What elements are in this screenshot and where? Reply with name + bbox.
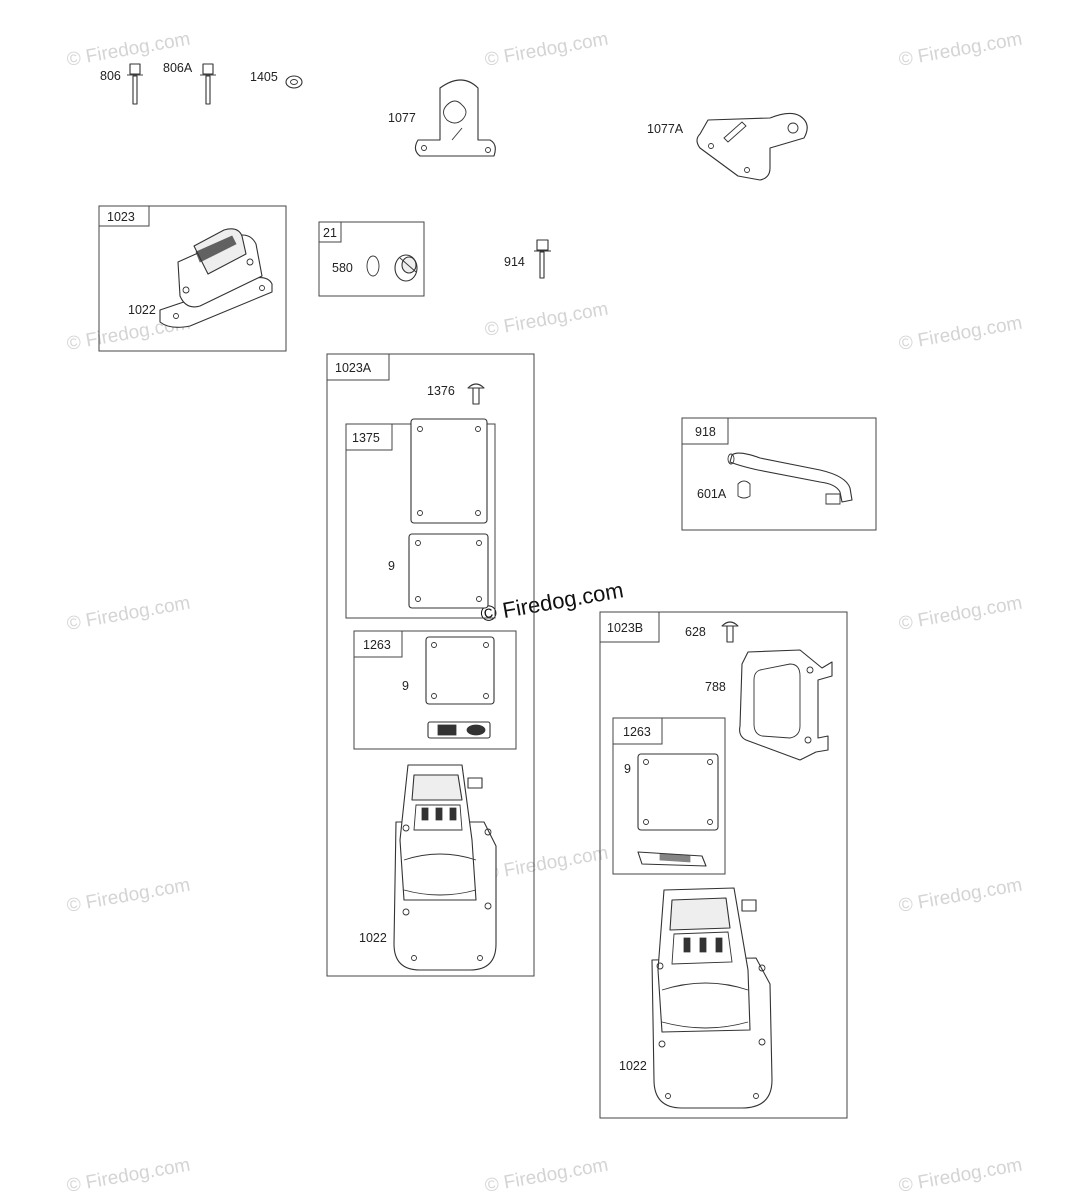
label-788: 788	[705, 680, 726, 694]
watermark: © Firedog.com	[65, 875, 192, 917]
bolt-806	[127, 63, 143, 105]
bolt-914	[534, 239, 551, 279]
label-1022-b: 1022	[619, 1059, 647, 1073]
watermark: © Firedog.com	[483, 843, 610, 885]
watermark: © Firedog.com	[65, 1155, 192, 1197]
watermark: © Firedog.com	[897, 593, 1024, 635]
label-1405: 1405	[250, 70, 278, 84]
bracket-1077	[414, 79, 496, 157]
label-918: 918	[695, 425, 716, 439]
watermark: © Firedog.com	[897, 1155, 1024, 1197]
label-601a: 601A	[697, 487, 727, 501]
label-1263-b: 1263	[623, 725, 651, 739]
watermark: © Firedog.com	[897, 875, 1024, 917]
watermark: © Firedog.com	[483, 1155, 610, 1197]
box-1023: 1023	[98, 205, 287, 352]
label-806a: 806A	[163, 61, 193, 75]
label-1023b: 1023B	[607, 621, 643, 635]
label-21: 21	[323, 226, 337, 240]
label-1263-a: 1263	[363, 638, 391, 652]
label-806: 806	[100, 69, 121, 83]
label-1022-top: 1022	[128, 303, 156, 317]
label-1023: 1023	[107, 210, 135, 224]
label-1023a: 1023A	[335, 361, 372, 375]
watermarks: © Firedog.com © Firedog.com © Firedog.co…	[65, 29, 1024, 1197]
label-9-1263-a: 9	[402, 679, 409, 693]
nut-1405	[285, 75, 303, 89]
label-1376: 1376	[427, 384, 455, 398]
watermark: © Firedog.com	[483, 299, 610, 341]
watermark: © Firedog.com	[897, 29, 1024, 71]
label-914: 914	[504, 255, 525, 269]
bolt-806a	[200, 63, 216, 105]
box-1023a: 1023A 1376 1375 9 1263 9	[326, 353, 535, 977]
box-1023b: 1023B 628 788 1263 9	[599, 611, 848, 1119]
label-9-1263-b: 9	[624, 762, 631, 776]
label-628: 628	[685, 625, 706, 639]
label-1022-a: 1022	[359, 931, 387, 945]
watermark: © Firedog.com	[65, 593, 192, 635]
label-9-1375: 9	[388, 559, 395, 573]
box-918: 918	[681, 417, 877, 531]
watermark: © Firedog.com	[897, 313, 1024, 355]
label-1077: 1077	[388, 111, 416, 125]
bracket-1077a	[696, 112, 808, 181]
watermark: © Firedog.com	[483, 29, 610, 71]
label-580: 580	[332, 261, 353, 275]
label-1375: 1375	[352, 431, 380, 445]
box-21: 21	[318, 221, 425, 297]
label-1077a: 1077A	[647, 122, 684, 136]
